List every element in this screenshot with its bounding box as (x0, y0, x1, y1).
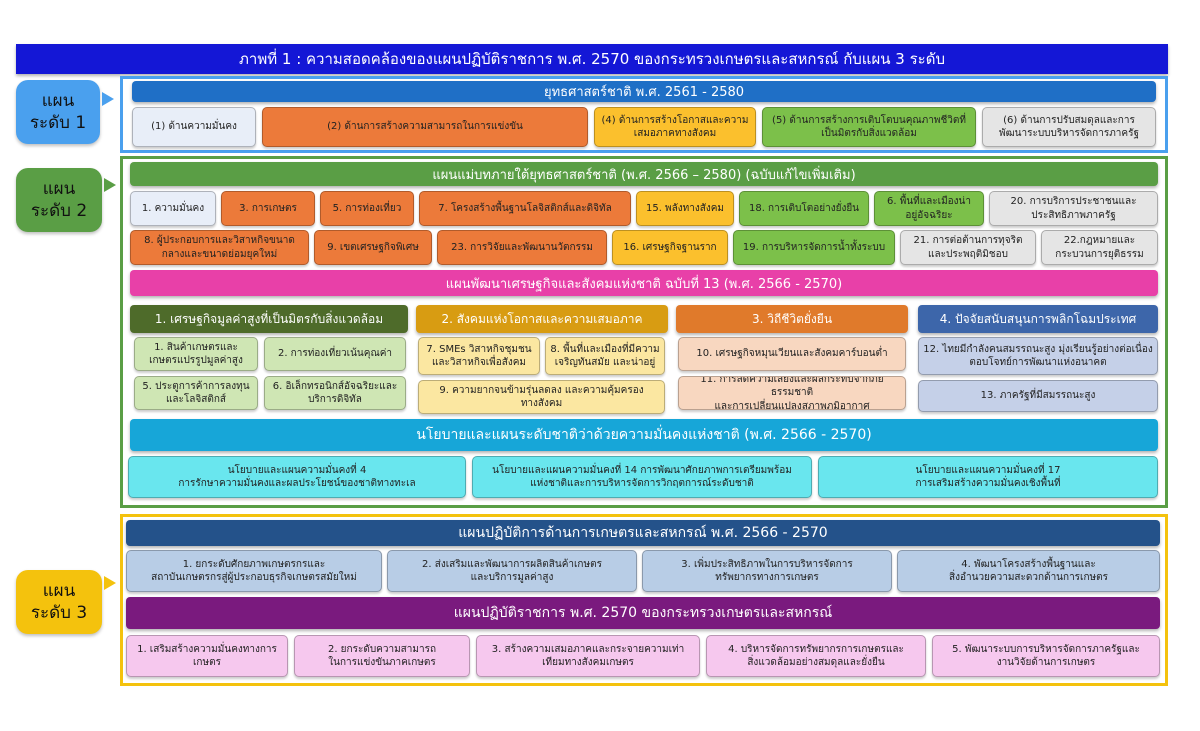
security-item-14: นโยบายและแผนความมั่นคงที่ 14 การพัฒนาศัก… (472, 456, 812, 498)
master-item-19: 19. การบริหารจัดการน้ำทั้งระบบ (733, 230, 895, 265)
master-item-6: 6. พื้นที่และเมืองน่า อยู่อัจฉริยะ (874, 191, 984, 226)
master-item-1: 1. ความมั่นคง (130, 191, 216, 226)
level1-item-5: (6) ด้านการปรับสมดุลและการ พัฒนาระบบบริห… (982, 107, 1156, 147)
security-header: นโยบายและแผนระดับชาติว่าด้วยความมั่นคงแห… (130, 419, 1158, 451)
nesdp-header: แผนพัฒนาเศรษฐกิจและสังคมแห่งชาติ ฉบับที่… (130, 270, 1158, 296)
master-item-23: 23. การวิจัยและพัฒนานวัตกรรม (437, 230, 607, 265)
nesdp-group-4-title: 4. ปัจจัยสนับสนุนการพลิกโฉมประเทศ (918, 305, 1158, 333)
nesdp-item-6: 6. อิเล็กทรอนิกส์อัจฉริยะและ บริการดิจิท… (264, 376, 406, 410)
nesdp-item-2: 2. การท่องเที่ยวเน้นคุณค่า (264, 337, 406, 371)
level3-label: แผน ระดับ 3 (16, 570, 102, 634)
security-item-4: นโยบายและแผนความมั่นคงที่ 4 การรักษาความ… (128, 456, 466, 498)
agri-item-1: 1. ยกระดับศักยภาพเกษตรกรและ สถาบันเกษตรก… (126, 550, 382, 592)
level1-item-2: (2) ด้านการสร้างความสามารถในการแข่งขัน (262, 107, 588, 147)
moac-item-5: 5. พัฒนาระบบการบริหารจัดการภาครัฐและ งาน… (932, 635, 1160, 677)
agri-item-3: 3. เพิ่มประสิทธิภาพในการบริหารจัดการ ทรั… (642, 550, 892, 592)
agri-plan-header: แผนปฏิบัติการด้านการเกษตรและสหกรณ์ พ.ศ. … (126, 520, 1160, 546)
master-item-3: 3. การเกษตร (221, 191, 315, 226)
nesdp-item-7: 7. SMEs วิสาหกิจชุมชน และวิสาหกิจเพื่อสั… (418, 337, 540, 375)
master-item-7: 7. โครงสร้างพื้นฐานโลจิสติกส์และดิจิทัล (419, 191, 631, 226)
moac-item-4: 4. บริหารจัดการทรัพยากรการเกษตรและ สิ่งแ… (706, 635, 926, 677)
master-item-16: 16. เศรษฐกิจฐานราก (612, 230, 728, 265)
level3-arrow (104, 576, 116, 590)
master-item-15: 15. พลังทางสังคม (636, 191, 734, 226)
nesdp-group-3-title: 3. วิถีชีวิตยั่งยืน (676, 305, 908, 333)
level2-frame (120, 156, 1168, 508)
moac-plan-header: แผนปฏิบัติราชการ พ.ศ. 2570 ของกระทรวงเกษ… (126, 597, 1160, 629)
master-item-9: 9. เขตเศรษฐกิจพิเศษ (314, 230, 432, 265)
level2-arrow (104, 178, 116, 192)
level1-arrow (102, 92, 114, 106)
master-item-5: 5. การท่องเที่ยว (320, 191, 414, 226)
level1-item-3: (4) ด้านการสร้างโอกาสและความ เสมอภาคทางส… (594, 107, 756, 147)
nesdp-item-11: 11. การลดความเสี่ยงและผลกระทบจากภัยธรรมช… (678, 376, 906, 410)
level3-frame (120, 514, 1168, 686)
nesdp-item-13: 13. ภาครัฐที่มีสมรรถนะสูง (918, 380, 1158, 412)
nesdp-item-5: 5. ประตูการค้าการลงทุน และโลจิสติกส์ (134, 376, 258, 410)
level2-label: แผน ระดับ 2 (16, 168, 102, 232)
page-title: ภาพที่ 1 : ความสอดคล้องของแผนปฏิบัติราชก… (16, 44, 1168, 74)
nesdp-item-1: 1. สินค้าเกษตรและ เกษตรแปรรูปมูลค่าสูง (134, 337, 258, 371)
nesdp-group-1-title: 1. เศรษฐกิจมูลค่าสูงที่เป็นมิตรกับสิ่งแว… (130, 305, 408, 333)
level1-frame (120, 76, 1168, 153)
agri-item-2: 2. ส่งเสริมและพัฒนาการผลิตสินค้าเกษตร แล… (387, 550, 637, 592)
agri-item-4: 4. พัฒนาโครงสร้างพื้นฐานและ สิ่งอำนวยควา… (897, 550, 1160, 592)
level1-item-4: (5) ด้านการสร้างการเติบโตบนคุณภาพชีวิตที… (762, 107, 976, 147)
nesdp-item-8: 8. พื้นที่และเมืองที่มีความ เจริญทันสมัย… (545, 337, 665, 375)
nesdp-group-2-title: 2. สังคมแห่งโอกาสและความเสมอภาค (416, 305, 668, 333)
moac-item-3: 3. สร้างความเสมอภาคและกระจายความเท่า เที… (476, 635, 700, 677)
nesdp-item-12: 12. ไทยมีกำลังคนสมรรถนะสูง มุ่งเรียนรู้อ… (918, 337, 1158, 375)
nesdp-item-10: 10. เศรษฐกิจหมุนเวียนและสังคมคาร์บอนต่ำ (678, 337, 906, 371)
master-item-18: 18. การเติบโตอย่างยั่งยืน (739, 191, 869, 226)
security-item-17: นโยบายและแผนความมั่นคงที่ 17 การเสริมสร้… (818, 456, 1158, 498)
level1-item-1: (1) ด้านความมั่นคง (132, 107, 256, 147)
level1-header: ยุทธศาสตร์ชาติ พ.ศ. 2561 - 2580 (132, 81, 1156, 102)
master-item-21: 21. การต่อต้านการทุจริต และประพฤติมิชอบ (900, 230, 1036, 265)
master-item-8: 8. ผู้ประกอบการและวิสาหกิจขนาด กลางและขน… (130, 230, 309, 265)
moac-item-2: 2. ยกระดับความสามารถ ในการแข่งขันภาคเกษต… (294, 635, 470, 677)
moac-item-1: 1. เสริมสร้างความมั่นคงทางการ เกษตร (126, 635, 288, 677)
master-plan-header: แผนแม่บทภายใต้ยุทธศาสตร์ชาติ (พ.ศ. 2566 … (130, 162, 1158, 186)
level1-label: แผน ระดับ 1 (16, 80, 100, 144)
master-item-22: 22.กฎหมายและ กระบวนการยุติธรรม (1041, 230, 1158, 265)
master-item-20: 20. การบริการประชาชนและ ประสิทธิภาพภาครั… (989, 191, 1158, 226)
nesdp-item-9: 9. ความยากจนข้ามรุ่นลดลง และความคุ้มครอง… (418, 380, 665, 414)
